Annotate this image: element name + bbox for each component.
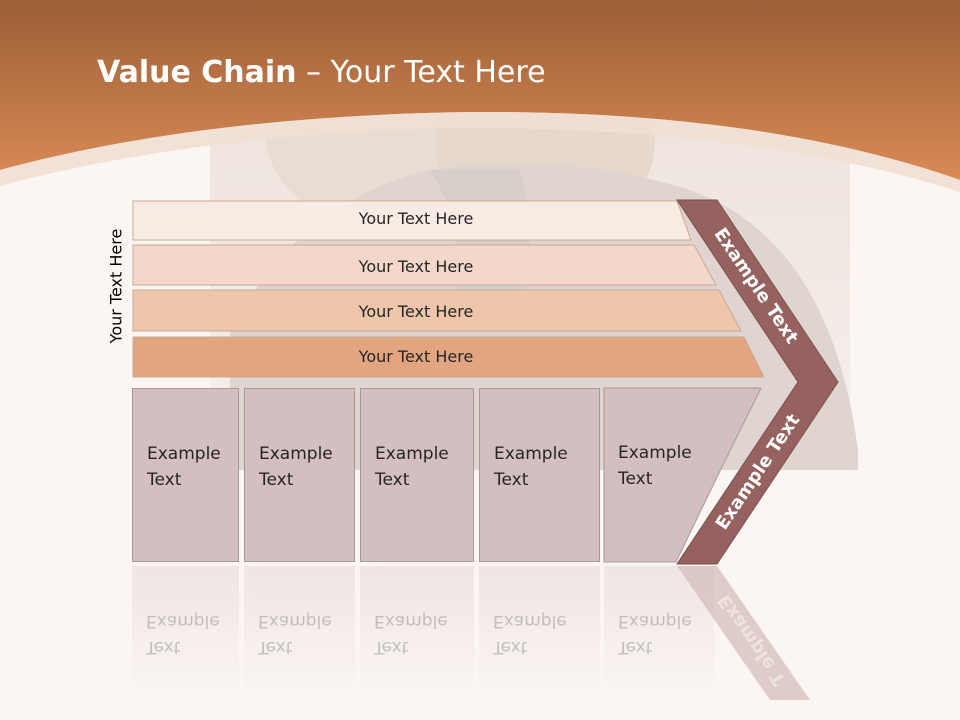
row-shape-4 [132,336,765,378]
box-3-line-2: Text [375,470,410,490]
row-label-2: Your Text Here [358,257,474,276]
header-band [0,0,960,180]
slide-title: Value Chain – Your Text Here [97,55,546,90]
box-shape-5 [603,387,762,563]
box-1-line-2: Text [147,470,182,490]
refl-3-line-2: Text [374,637,409,657]
row-label-4: Your Text Here [358,347,474,366]
box-reflection-2: Text Example [244,566,355,696]
chevron-reflection [677,566,810,700]
header-wave [0,111,960,192]
row-label-3: Your Text Here [358,302,474,321]
row-shape-2 [132,244,717,286]
title-rest: – Your Text Here [296,55,546,90]
refl-5-line-2: Text [618,637,653,657]
refl-3-line-1: Example [374,611,448,631]
refl-4-line-2: Text [493,637,528,657]
box-reflection-5: Text Example [604,566,714,696]
row-label-1: Your Text Here [358,209,474,228]
title-bold: Value Chain [97,55,297,90]
refl-5-line-1: Example [618,611,692,631]
refl-1-line-1: Example [146,611,220,631]
box-reflection-1: Text Example [132,566,239,696]
box-5-line-1: Example [618,443,692,463]
refl-2-line-2: Text [258,637,293,657]
refl-4-line-1: Example [493,611,567,631]
refl-2-line-1: Example [258,611,332,631]
refl-1-line-2: Text [146,637,181,657]
side-label: Your Text Here [106,228,126,344]
box-2-line-2: Text [259,470,294,490]
row-shape-3 [132,289,742,332]
box-4-line-1: Example [494,444,568,464]
box-1-line-1: Example [147,444,221,464]
box-2-line-1: Example [259,444,333,464]
box-4-line-2: Text [494,470,529,490]
chevron-shape [676,199,839,565]
box-3-line-1: Example [375,444,449,464]
box-reflection-3: Text Example [360,566,474,696]
row-shape-1 [132,200,692,241]
box-reflection-4: Text Example [479,566,600,696]
box-5-line-2: Text [618,469,653,489]
